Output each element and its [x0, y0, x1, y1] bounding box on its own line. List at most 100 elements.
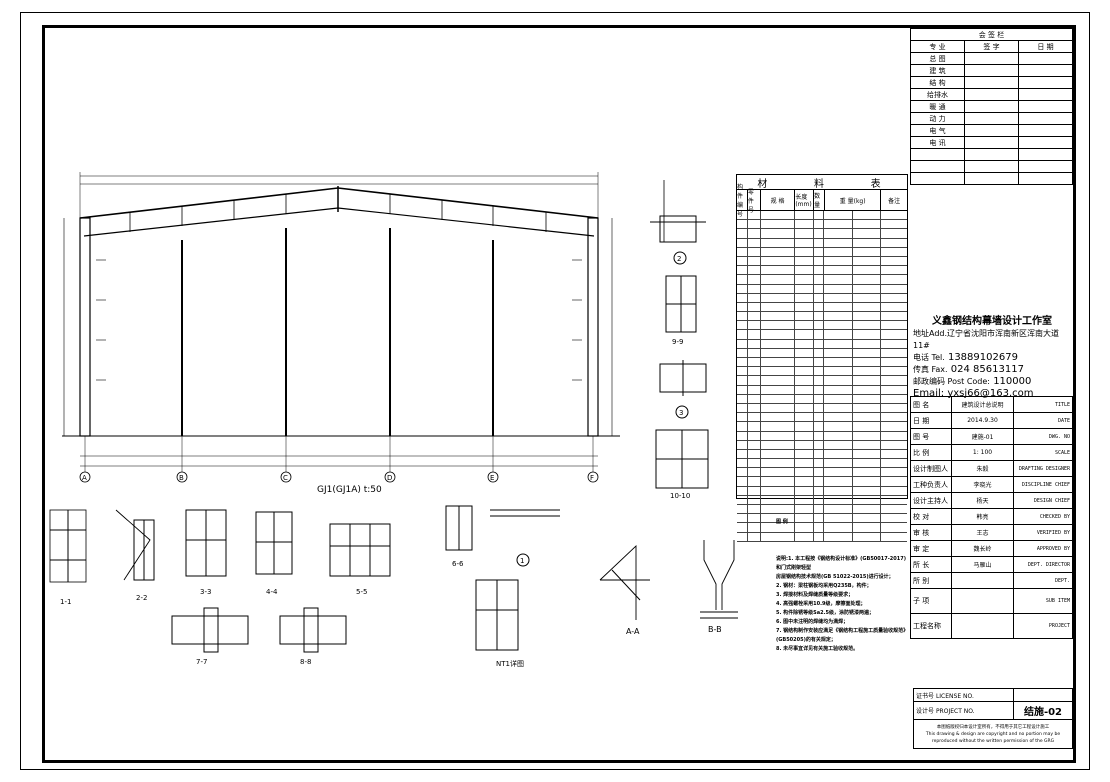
material-cell	[824, 376, 853, 385]
material-row	[737, 477, 907, 487]
material-cell	[795, 284, 814, 293]
material-cell	[881, 358, 907, 366]
material-cell	[853, 431, 882, 440]
material-cell	[824, 256, 853, 266]
countersign-signature	[964, 124, 1019, 137]
company-post: 邮政编码 Post Code: 110000	[913, 376, 1071, 388]
material-cell	[881, 459, 907, 467]
countersign-signature	[964, 52, 1019, 65]
title-info-value: 杨天	[951, 492, 1014, 509]
material-cell	[737, 440, 748, 449]
material-cell	[761, 321, 795, 330]
material-cell	[737, 385, 748, 394]
axis-label-e: E	[490, 474, 494, 482]
material-cell	[748, 330, 761, 339]
note-line: (GB50205)的有关规定；	[776, 637, 836, 643]
material-row	[737, 229, 907, 239]
material-cell	[814, 247, 825, 256]
section-b-b	[700, 540, 738, 619]
material-cell	[795, 394, 814, 403]
material-cell	[737, 505, 748, 514]
material-row	[737, 385, 907, 395]
material-cell	[795, 211, 814, 220]
title-info-value: 魏长岭	[951, 540, 1014, 557]
material-cell	[748, 422, 761, 431]
material-cell	[748, 321, 761, 330]
countersign-row-empty	[910, 148, 1073, 161]
material-cell	[737, 422, 748, 431]
material-cell	[748, 358, 761, 367]
material-table: 材 料 表 构件编号 零件号 规 格 长度(mm) 数量 重 量(kg) 备注	[736, 174, 908, 542]
material-cell	[748, 532, 761, 541]
material-cell	[761, 220, 795, 229]
material-cell	[824, 422, 853, 431]
material-cell	[737, 394, 748, 403]
material-cell	[814, 495, 825, 504]
material-cell	[853, 321, 882, 330]
material-cell	[814, 468, 825, 477]
material-row	[737, 367, 907, 377]
material-cell	[814, 211, 825, 220]
title-info-label: 审 定	[910, 540, 952, 557]
section-4-4	[255, 511, 293, 575]
material-cell	[737, 358, 748, 367]
material-row	[737, 339, 907, 349]
material-cell	[737, 293, 748, 302]
material-cell	[795, 367, 814, 376]
title-info-value: 建施-01	[951, 428, 1014, 445]
material-cell	[761, 505, 795, 514]
material-cell	[761, 468, 795, 477]
material-cell	[761, 394, 795, 403]
empty-cell	[964, 172, 1019, 185]
general-notes: 图 例 说明:1. 本工程按《钢结构设计标准》(GB50017-2017)和门式…	[776, 518, 908, 654]
company-name: 义鑫钢结构幕墙设计工作室	[932, 316, 1052, 327]
material-cell	[748, 385, 761, 394]
title-info-en: VERIFIED BY	[1013, 524, 1073, 541]
material-cell	[795, 459, 814, 468]
material-cell	[814, 284, 825, 293]
material-cell	[761, 247, 795, 256]
section-label-3-3: 3-3	[200, 588, 211, 596]
empty-cell	[910, 148, 965, 161]
title-info-label: 图 号	[910, 428, 952, 445]
material-row	[737, 358, 907, 368]
material-cell	[737, 220, 748, 229]
note-line: 5. 构件除锈等级Sa2.5级，涂防锈漆两遍；	[776, 610, 874, 616]
material-cell	[853, 247, 882, 256]
material-cell	[824, 468, 853, 477]
material-row	[737, 312, 907, 322]
title-info-label: 所 长	[910, 556, 952, 573]
material-cell	[795, 247, 814, 256]
material-cell	[853, 238, 882, 247]
empty-cell	[964, 148, 1019, 161]
material-cell	[824, 247, 853, 256]
col-part-id: 构件编号	[737, 184, 748, 218]
material-cell	[814, 422, 825, 431]
material-cell	[795, 229, 814, 238]
material-title-char: 料	[813, 178, 830, 190]
material-cell	[795, 495, 814, 504]
portal-frame	[62, 172, 620, 472]
material-cell	[824, 348, 853, 357]
title-info-en: CHECKED BY	[1013, 508, 1073, 525]
material-title-char: 表	[870, 178, 887, 190]
material-cell	[853, 220, 882, 229]
section-1-1	[49, 509, 87, 583]
material-cell	[814, 275, 825, 284]
material-cell	[761, 376, 795, 385]
material-cell	[761, 459, 795, 468]
note-line: 6. 图中未注明的焊缝均为满焊；	[776, 619, 849, 625]
material-title-char: 材	[757, 178, 774, 190]
axis-label-b: B	[179, 474, 184, 482]
certificate-block: 证书号 LICENSE NO. 设计号 PROJECT NO. 结施-02 本图…	[913, 688, 1073, 749]
material-cell	[795, 514, 814, 523]
note-line: 说明:1. 本工程按《钢结构设计标准》(GB50017-2017)和门式刚架轻型	[776, 556, 906, 571]
material-cell	[881, 294, 907, 302]
material-cell	[748, 247, 761, 256]
main-frame-label: GJ1(GJ1A) t:50	[317, 485, 382, 495]
material-cell	[814, 514, 825, 523]
section-9-9	[665, 275, 697, 333]
material-row	[737, 459, 907, 469]
material-cell	[761, 440, 795, 449]
material-cell	[853, 266, 882, 275]
